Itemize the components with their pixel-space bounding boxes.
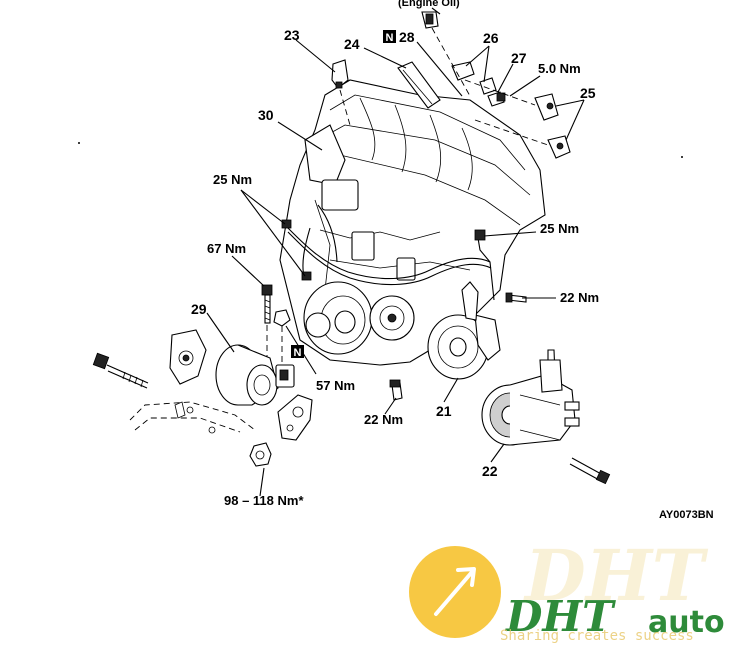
- label-30: 30: [258, 107, 274, 123]
- watermark-arrow-icon: [434, 567, 476, 616]
- label-24: 24: [344, 36, 360, 52]
- engine-mount-29: [169, 329, 295, 406]
- label-23: 23: [284, 27, 300, 43]
- n-mark-top-text: N: [386, 32, 394, 44]
- watermark-brand-top: DHT: [523, 534, 709, 617]
- watermark-brand-bottom-left: DHT: [505, 592, 616, 641]
- label-25-top: 25: [580, 85, 596, 101]
- idler-pulley: [369, 295, 415, 341]
- assembly-lines-top: [339, 27, 549, 146]
- watermark-logo: DHT DHT auto Sharing creates success: [409, 534, 725, 644]
- figure-code: AY0073BN: [659, 509, 714, 521]
- part-24-hose: [397, 61, 441, 109]
- torque-67: 67 Nm: [207, 241, 246, 256]
- part-23-sensor: [331, 59, 349, 89]
- label-22: 22: [482, 463, 498, 479]
- crankshaft-pulley: [303, 281, 373, 355]
- label-21: 21: [436, 403, 452, 419]
- torque-25-right: 25 Nm: [540, 221, 579, 236]
- mount-bracket: [277, 394, 313, 441]
- watermark-tagline: Sharing creates success: [500, 628, 694, 644]
- label-26: 26: [483, 30, 499, 46]
- compressor-bolt: [569, 457, 611, 485]
- ac-compressor-22: [481, 349, 580, 446]
- label-28: 28: [399, 29, 415, 45]
- torque-22-right: 22 Nm: [560, 290, 599, 305]
- torque-22-bottom: 22 Nm: [364, 412, 403, 427]
- n-mark-top: N: [383, 30, 396, 44]
- torque-98-118: 98 – 118 Nm*: [224, 493, 304, 508]
- part-26-sensor: [451, 61, 497, 95]
- power-steering-pump-21: [427, 281, 501, 380]
- label-27: 27: [511, 50, 527, 66]
- body-frame: [129, 401, 256, 434]
- torque-25-left: 25 Nm: [213, 172, 252, 187]
- nut-57nm: [273, 309, 291, 327]
- bolt-25nm-right: [474, 229, 486, 241]
- n-mark-mount-text: N: [294, 347, 302, 359]
- leader-lines: [206, 7, 585, 497]
- bolt-25nm-left: [281, 219, 312, 281]
- part-25-sensors: [534, 93, 571, 159]
- watermark-brand-bottom-right: auto: [648, 605, 725, 640]
- part-28-switch: [421, 11, 439, 29]
- nut-98-118nm: [249, 442, 272, 467]
- bolt-22nm-right: [505, 292, 527, 303]
- engine-oil-note: (Engine Oil): [398, 0, 460, 9]
- torque-57: 57 Nm: [316, 378, 355, 393]
- bolt-67nm: [261, 284, 273, 324]
- part-27-bolt: [487, 91, 506, 107]
- bolt-22nm-bottom: [389, 379, 403, 401]
- label-29: 29: [191, 301, 207, 317]
- n-mark-mount: N: [291, 345, 304, 359]
- through-bolt: [92, 352, 149, 389]
- torque-5-0: 5.0 Nm: [538, 61, 581, 76]
